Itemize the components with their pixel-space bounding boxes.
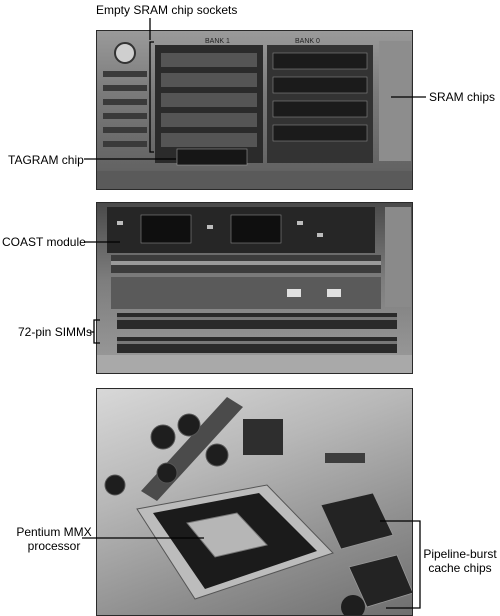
label-pentium-mmx: Pentium MMX processor: [6, 525, 102, 553]
coast-board-drawing: [97, 207, 412, 373]
photo-coast-simm-board: [96, 202, 413, 374]
sram-board-drawing: BANK 1 BANK 0: [97, 38, 412, 189]
label-pipeline-line2: cache chips: [428, 561, 492, 575]
bank1-text: BANK 1: [205, 38, 230, 45]
label-tagram-chip: TAGRAM chip: [8, 153, 84, 167]
bank0-text: BANK 0: [295, 38, 320, 45]
label-sram-chips: SRAM chips: [429, 90, 496, 104]
cache-chip-1: [320, 492, 394, 550]
label-pentium-line2: processor: [27, 539, 81, 553]
label-pentium-line1: Pentium MMX: [16, 525, 92, 539]
simm-slot-1: [117, 313, 397, 329]
label-empty-sram-sockets: Empty SRAM chip sockets: [96, 3, 238, 17]
label-pipeline-burst: Pipeline-burst cache chips: [420, 547, 500, 575]
mounting-hole: [114, 42, 136, 64]
label-pipeline-line1: Pipeline-burst: [423, 547, 497, 561]
photo-pentium-cache-board: [96, 388, 413, 616]
label-72pin-simms: 72-pin SIMMs: [18, 325, 93, 339]
photo-sram-cache-board: BANK 1 BANK 0: [96, 30, 413, 190]
tagram-chip-shape: [176, 148, 248, 166]
pentium-board-drawing: [104, 397, 412, 615]
label-coast-module: COAST module: [2, 235, 86, 249]
simm-slot-2: [117, 337, 397, 353]
